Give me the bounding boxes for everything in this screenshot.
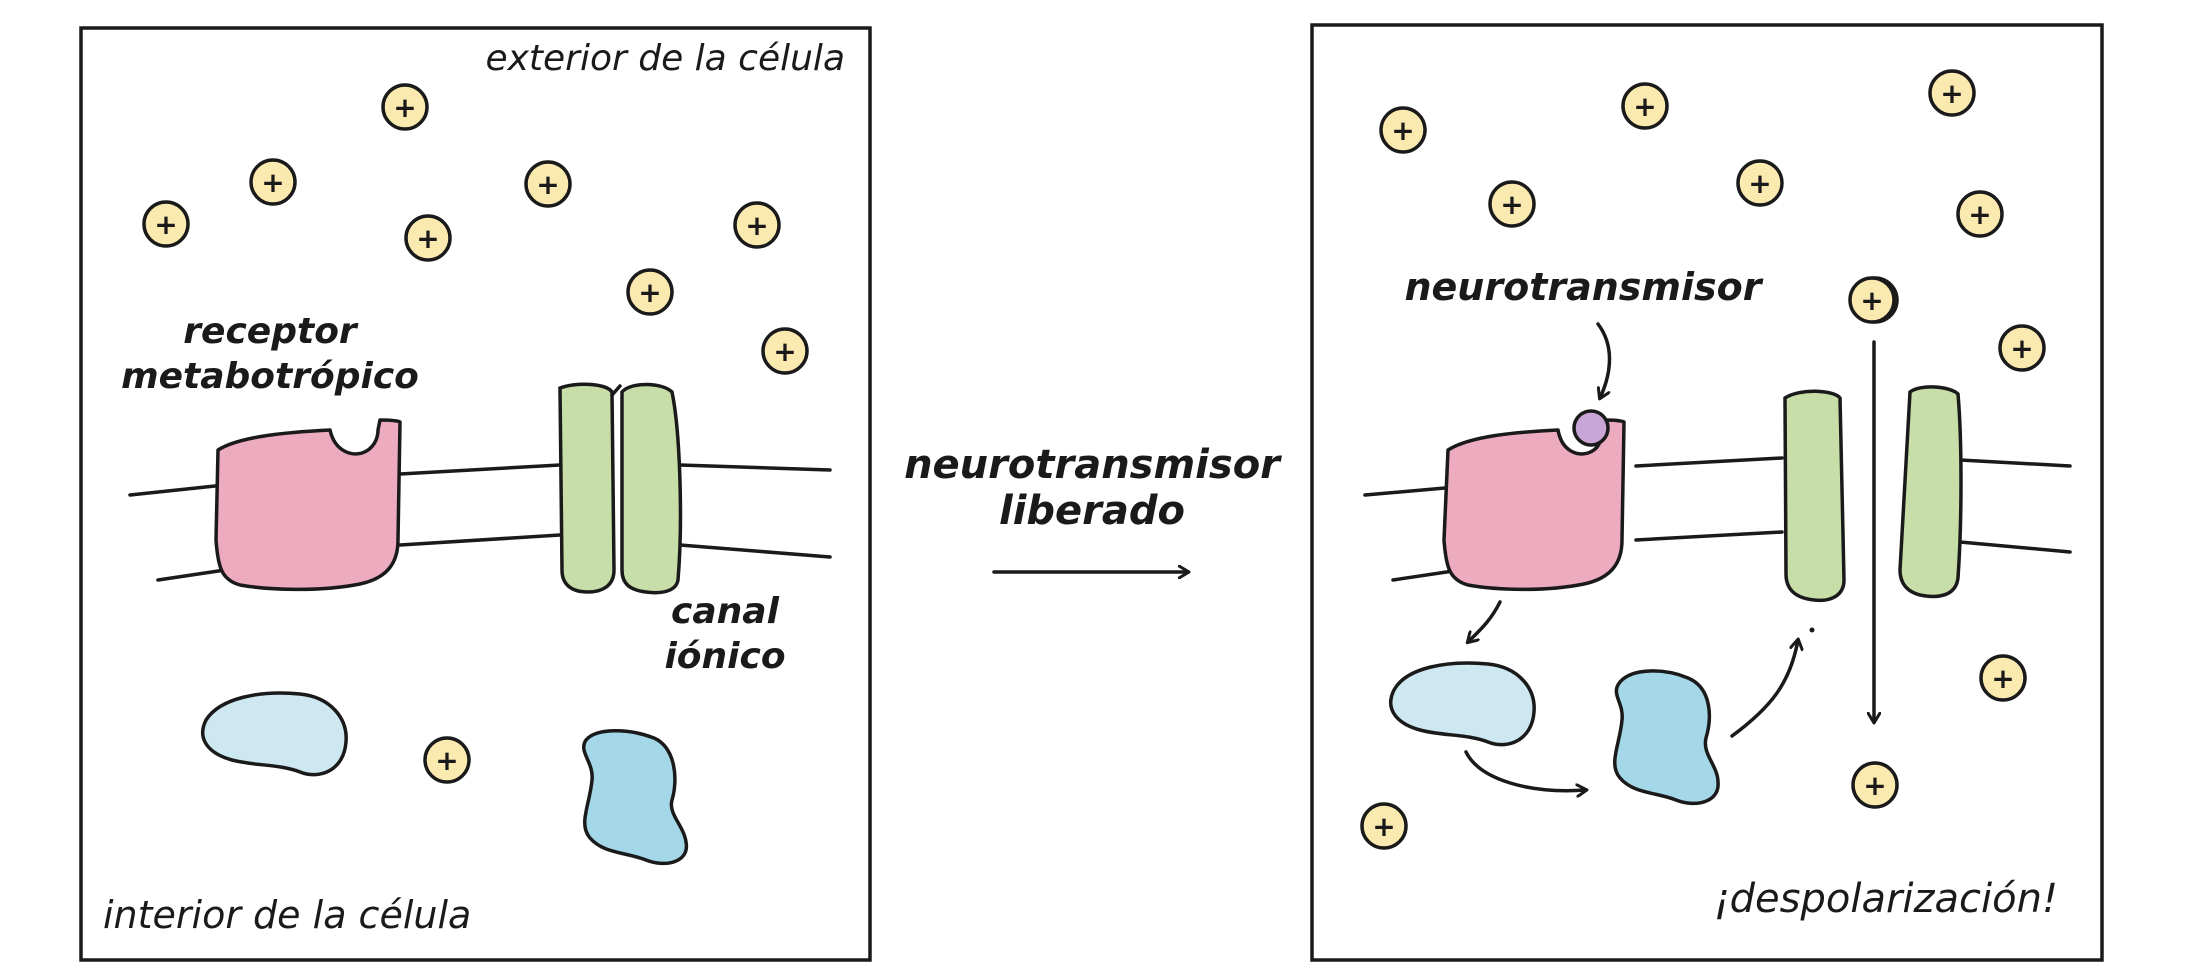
svg-text:+: + <box>1940 77 1963 110</box>
svg-text:+: + <box>393 91 416 124</box>
metabotropic-receptor-left <box>214 418 402 592</box>
g-protein-light-right <box>1388 661 1536 747</box>
cell-membrane-right <box>1363 456 2072 582</box>
svg-text:+: + <box>1748 167 1771 200</box>
effector-dot <box>1809 627 1815 633</box>
ion: + <box>524 160 572 208</box>
effector-to-channel-arrow <box>1730 640 1798 738</box>
channel-label-line1: canal <box>671 591 780 632</box>
right-panel-frame <box>1310 23 2104 962</box>
ion-inside-right-center: + <box>1851 761 1899 809</box>
ion-group-outside-left: + + + + + + + + <box>142 83 809 375</box>
left-panel: exterior de la célula interior de la cél… <box>79 26 872 962</box>
svg-text:+: + <box>1391 114 1414 147</box>
transition-label-line1: neurotransmisor <box>904 442 1282 488</box>
svg-text:+: + <box>2010 332 2033 365</box>
ion: + <box>1956 190 2004 238</box>
receptor-label-line2: metabotrópico <box>121 356 419 397</box>
channel-label-line2: iónico <box>664 636 785 677</box>
ion: + <box>1379 106 1427 154</box>
svg-text:+: + <box>536 168 559 201</box>
svg-text:+: + <box>773 335 796 368</box>
ion: + <box>381 83 429 131</box>
ion: + <box>761 327 809 375</box>
receptor-to-gprotein-arrow <box>1468 600 1502 642</box>
svg-text:+: + <box>435 744 458 777</box>
right-panel: + + + + + + + + neurotransmisor <box>1310 23 2104 962</box>
svg-text:+: + <box>1860 284 1883 317</box>
svg-text:+: + <box>745 209 768 242</box>
inside-cell-label: interior de la célula <box>103 893 471 937</box>
ion-inside-right-2: + <box>1360 802 1408 850</box>
ion: + <box>1928 69 1976 117</box>
svg-text:+: + <box>1991 662 2014 695</box>
gprotein-to-effector-arrow <box>1464 750 1586 791</box>
neurotransmitter-pointer-arrow <box>1596 322 1612 398</box>
ion: + <box>733 201 781 249</box>
ion-group-outside-right: + + + + + + + + <box>1379 69 2046 372</box>
svg-text:+: + <box>1633 90 1656 123</box>
svg-text:+: + <box>638 276 661 309</box>
svg-text:+: + <box>154 208 177 241</box>
ion: + <box>142 200 190 248</box>
ion-inside-left: + <box>423 736 471 784</box>
transition-label-line2: liberado <box>999 488 1185 534</box>
ion-channel-right-open <box>1783 385 1963 603</box>
ion: + <box>626 268 674 316</box>
ion: + <box>1736 159 1784 207</box>
cell-membrane-left <box>128 463 832 582</box>
ion: + <box>1621 82 1669 130</box>
svg-text:+: + <box>1372 810 1395 843</box>
ion: + <box>1998 324 2046 372</box>
svg-text:+: + <box>1863 769 1886 802</box>
ion-channel-left-closed <box>558 382 683 595</box>
transition: neurotransmisor liberado <box>904 442 1282 572</box>
ion-inside-right-1: + <box>1979 654 2027 702</box>
effector-protein-dark-left <box>582 729 689 866</box>
g-protein-light-left <box>200 691 348 777</box>
svg-text:+: + <box>261 166 284 199</box>
neurotransmitter-label: neurotransmisor <box>1404 265 1763 309</box>
ion: + <box>249 158 297 206</box>
left-panel-frame <box>79 26 872 962</box>
svg-text:+: + <box>1968 198 1991 231</box>
outside-cell-label: exterior de la célula <box>485 38 845 79</box>
receptor-label-line1: receptor <box>183 311 359 352</box>
effector-protein-dark-right <box>1612 669 1720 806</box>
ion-entering-channel: + <box>1848 276 1896 324</box>
svg-text:+: + <box>416 222 439 255</box>
ion: + <box>1488 180 1536 228</box>
ion: + <box>404 214 452 262</box>
metabotropic-receptor-right <box>1442 418 1626 592</box>
neurotransmitter-bound <box>1572 409 1610 447</box>
svg-text:+: + <box>1500 188 1523 221</box>
depolarization-label: ¡despolarización! <box>1714 876 2058 922</box>
